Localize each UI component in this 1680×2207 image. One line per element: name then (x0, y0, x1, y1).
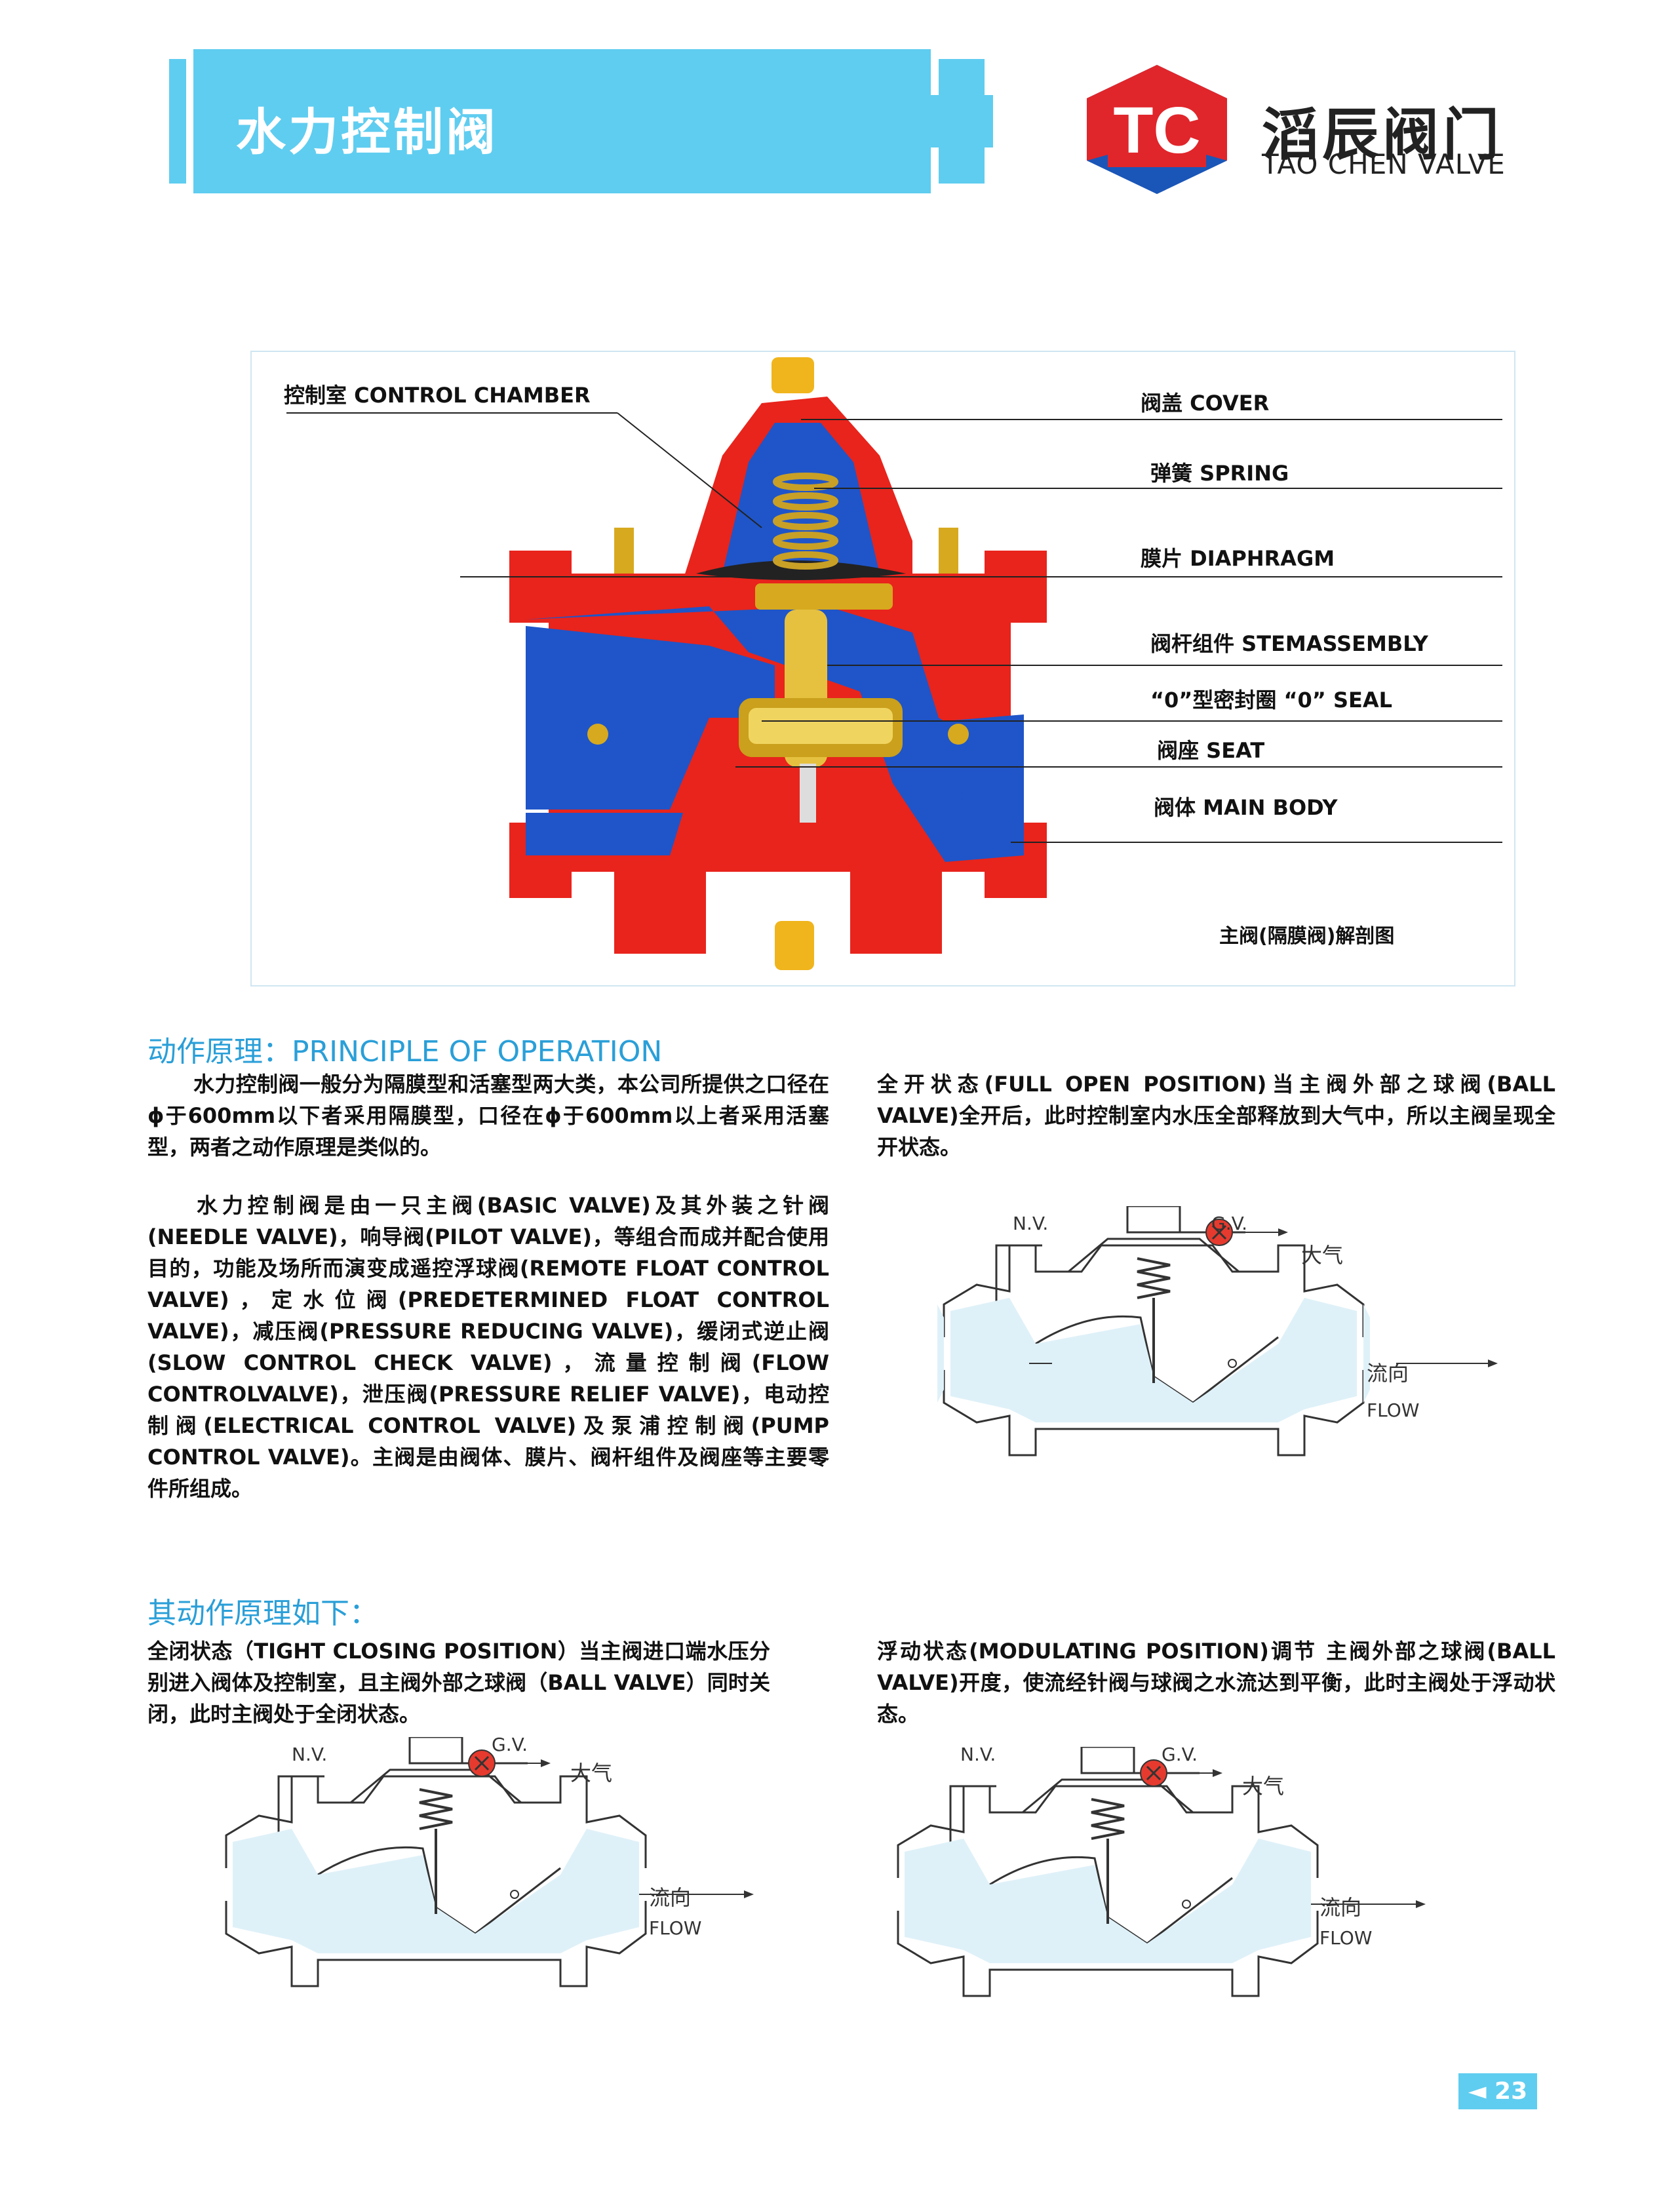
logo-letters: TC (1113, 94, 1200, 167)
principle-paragraph-1: 水力控制阀一般分为隔膜型和活塞型两大类，本公司所提供之口径在ϕ于600mm以下者… (147, 1072, 829, 1160)
brand-logo: TC (1087, 65, 1227, 194)
spring-coils (773, 473, 838, 570)
label-seat: 阀座 SEAT (1157, 738, 1265, 763)
tight-closing-description: 全闭状态（TIGHT CLOSING POSITION）当主阀进口端水压分别进入… (147, 1639, 770, 1727)
label-o-seal: “0”型密封圈 “0” SEAL (1150, 688, 1393, 713)
label-flow-en-3: FLOW (1319, 1927, 1373, 1949)
header-bracket-left-inner (169, 59, 186, 184)
diagram-full-open (937, 1206, 1498, 1456)
label-atmosphere-3: 大气 (1242, 1774, 1285, 1799)
header-banner (161, 49, 993, 193)
full-open-description: 全开状态(FULL OPEN POSITION)当主阀外部之球阀(BALL VA… (877, 1072, 1555, 1160)
label-flow-en-2: FLOW (649, 1917, 702, 1939)
valve-cutaway-illustration (286, 357, 1502, 970)
page-number: ◄ 23 (1458, 2073, 1537, 2109)
brass-internals (739, 357, 903, 970)
label-flow-cn-1: 流向 (1367, 1361, 1409, 1386)
label-gv-3: G.V. (1162, 1744, 1198, 1765)
diaphragm-shape (696, 560, 906, 580)
label-main-body: 阀体 MAIN BODY (1154, 795, 1338, 820)
figure-caption: 主阀(隔膜阀)解剖图 (1219, 925, 1395, 948)
brand-name-cn: 滔辰阀门 (1262, 102, 1503, 168)
label-nv-2: N.V. (292, 1744, 328, 1765)
label-nv-3: N.V. (960, 1744, 996, 1765)
bolt (948, 724, 969, 745)
label-diaphragm: 膜片 DIAPHRAGM (1141, 546, 1335, 571)
label-flow-en-1: FLOW (1367, 1399, 1420, 1421)
label-spring: 弹簧 SPRING (1150, 461, 1289, 486)
label-flow-cn-3: 流向 (1319, 1895, 1362, 1920)
diagram-modulating (897, 1747, 1426, 1997)
section-heading-principle: 动作原理：PRINCIPLE OF OPERATION (147, 1035, 663, 1068)
label-atmosphere-2: 大气 (570, 1761, 613, 1786)
logo-center (1108, 92, 1206, 167)
bolt (614, 528, 634, 574)
bolt (939, 528, 958, 574)
cutaway-figure-frame (250, 351, 1515, 986)
page-title: 水力控制阀 (236, 103, 498, 161)
brand-name-en: TAO CHEN VALVE (1262, 148, 1506, 180)
label-flow-cn-2: 流向 (649, 1885, 692, 1910)
label-nv-1: N.V. (1013, 1213, 1049, 1234)
label-stem-assembly: 阀杆组件 STEMASSEMBLY (1150, 631, 1428, 656)
modulating-description: 浮动状态(MODULATING POSITION)调节 主阀外部之球阀(BALL… (877, 1639, 1555, 1727)
label-gv-2: G.V. (492, 1734, 528, 1755)
label-atmosphere-1: 大气 (1301, 1243, 1344, 1268)
label-cover: 阀盖 COVER (1141, 391, 1270, 416)
label-control-chamber: 控制室 CONTROL CHAMBER (284, 383, 591, 408)
diagram-tight-closing (225, 1737, 754, 1987)
header-bracket-right-inner (939, 59, 985, 184)
principle-paragraph-2: 水力控制阀是由一只主阀(BASIC VALVE)及其外装之针阀(NEEDLE V… (147, 1193, 829, 1501)
bolt (587, 724, 608, 745)
leader-lines (286, 412, 1502, 843)
label-gv-1: G.V. (1211, 1213, 1248, 1234)
section-heading-operation: 其动作原理如下： (147, 1597, 378, 1630)
